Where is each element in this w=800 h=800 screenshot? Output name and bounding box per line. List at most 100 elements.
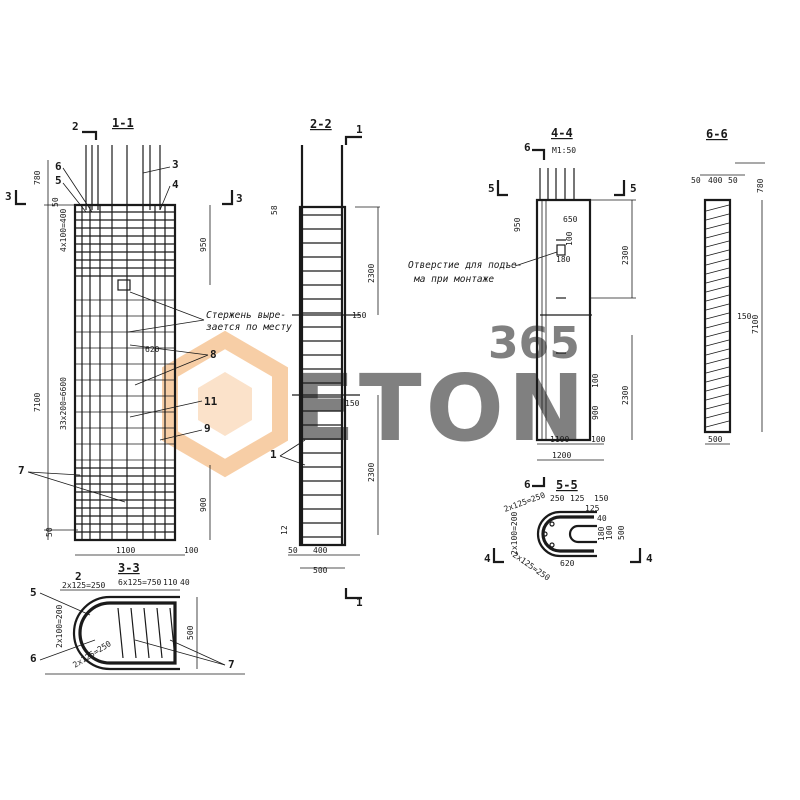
dim-1100-4-4: 1100 <box>550 435 569 444</box>
dim-1200-4-4: 1200 <box>552 451 571 460</box>
cut-arrow-3-left <box>14 190 26 206</box>
dim-500-6-6: 500 <box>708 435 723 444</box>
dim-110: 110 <box>163 578 178 587</box>
drawing-stroke <box>705 204 730 212</box>
section-6-6-hatch <box>705 204 730 428</box>
drawing-stroke <box>705 303 730 311</box>
dim-2x125-5-5: 2x125=250 <box>503 491 547 514</box>
view-4-4: 4-4 6 M1:50 5 5 950 650 100 180 2300 100 <box>408 126 637 491</box>
dim-500-3-3: 500 <box>186 625 195 640</box>
section-5-5-notch <box>568 524 597 544</box>
drawing-stroke <box>705 375 730 383</box>
pos-label-11: 11 <box>204 395 218 408</box>
cut-mark-2-top: 2 <box>72 120 79 133</box>
view-2-2: 2-2 1 2300 150 150 2300 58 12 50 400 500… <box>270 117 380 609</box>
panel-outline-2-2 <box>298 205 347 547</box>
drawing-stroke <box>705 312 730 320</box>
dim-50-6-6-b: 50 <box>728 176 738 185</box>
section-5-5-outline <box>536 510 597 558</box>
dim-12: 12 <box>280 525 289 535</box>
dim-400: 400 <box>313 546 328 555</box>
pos-label-6-section: 6 <box>30 652 37 665</box>
dim-33x200: 33x200=6600 <box>59 377 68 430</box>
note-rod-cut-line1: Стержень выре- <box>206 310 286 321</box>
dim-100-4-4-c: 100 <box>591 435 606 444</box>
drawing-stroke <box>705 276 730 284</box>
dim-900-4-4: 900 <box>591 405 600 420</box>
dim-100-4-4: 100 <box>565 231 574 246</box>
pos-label-8: 8 <box>210 348 217 361</box>
cut-arrow-1-bottom <box>344 588 362 600</box>
cut-arrow-2-top <box>82 130 98 140</box>
dim-50-bottom: 50 <box>45 527 54 537</box>
cut-mark-6-top: 6 <box>524 141 531 154</box>
cut-arrow-3-right <box>222 190 234 206</box>
cut-mark-5-right: 5 <box>630 182 637 195</box>
dim-4x100: 4x100=400 <box>59 208 68 252</box>
dim-620: 620 <box>145 345 160 354</box>
pos-label-7: 7 <box>18 464 25 477</box>
note-lift-hole-line2: ма при монтаже <box>413 274 494 285</box>
drawing-stroke <box>705 222 730 230</box>
note-rod-cut-line2: зается по месту <box>206 322 292 333</box>
dim-58: 58 <box>270 205 279 215</box>
dim-50: 50 <box>288 546 298 555</box>
section-title-6-6: 6-6 <box>706 127 728 141</box>
section-title-2-2: 2-2 <box>310 117 332 131</box>
section-title-4-4: 4-4 <box>551 126 573 140</box>
cut-mark-4-left: 4 <box>484 552 491 565</box>
dim-2x100-5-5: 2x100=200 <box>510 511 519 555</box>
dim-40: 40 <box>180 578 190 587</box>
drawing-stroke <box>705 366 730 374</box>
dim-40-5-5: 40 <box>597 514 607 523</box>
dim-780-6-6: 780 <box>756 178 765 193</box>
dim-100: 100 <box>184 546 199 555</box>
drawing-stroke <box>169 607 176 659</box>
dim-180-4-4: 180 <box>556 255 571 264</box>
dim-150-b: 150 <box>345 399 360 408</box>
dim-250-5-5: 250 <box>550 494 565 503</box>
drawing-stroke <box>705 384 730 392</box>
panel-outline-6-6 <box>703 198 732 434</box>
dim-7100: 7100 <box>33 393 42 412</box>
dim-150-5-5: 150 <box>594 494 609 503</box>
lifting-hole-1-1 <box>117 279 131 291</box>
pos-label-1: 1 <box>270 448 277 461</box>
cut-mark-1-bottom: 1 <box>356 596 363 609</box>
view-6-6: 6-6 50 400 50 780 7100 150 500 <box>691 127 765 445</box>
cut-arrow-1-top <box>344 135 362 145</box>
dim-400-6-6: 400 <box>708 176 723 185</box>
dim-620-5-5: 620 <box>560 559 575 568</box>
drawing-stroke <box>156 607 163 659</box>
dim-2x100-3-3: 2x100=200 <box>55 604 64 648</box>
pos-label-5-section: 5 <box>30 586 37 599</box>
drawing-stroke <box>705 213 730 221</box>
drawing-stroke <box>705 330 730 338</box>
section-3-3-ties <box>117 607 176 659</box>
dim-180-5-5: 180 <box>597 526 606 541</box>
dim-100-5-5: 100 <box>605 525 614 540</box>
drawing-stroke <box>705 294 730 302</box>
watermark-word: ETON <box>292 355 589 462</box>
drawing-stroke <box>130 607 137 659</box>
lifting-hole-4-4 <box>556 244 566 256</box>
dim-50-top: 50 <box>51 197 60 207</box>
cut-mark-3-left: 3 <box>5 190 12 203</box>
dim-125-5-5-a: 125 <box>570 494 585 503</box>
pos-label-3: 3 <box>172 158 179 171</box>
pos-label-7-section: 7 <box>228 658 235 671</box>
dim-950: 950 <box>199 237 208 252</box>
dim-2300-a: 2300 <box>367 264 376 283</box>
cut-mark-2-section: 2 <box>75 570 82 583</box>
section-3-3-inner <box>78 601 177 665</box>
drawing-stroke <box>143 607 150 659</box>
drawing-stroke <box>705 339 730 347</box>
drawing-stroke <box>705 249 730 257</box>
panel-outline-4-4 <box>535 198 592 442</box>
dim-2x125-5-5-bottom: 2x125=250 <box>511 550 552 582</box>
cut-mark-6-bottom: 6 <box>524 478 531 491</box>
drawing-stroke <box>705 231 730 239</box>
drawing-stroke <box>705 321 730 329</box>
dim-7100-6-6: 7100 <box>751 315 760 334</box>
